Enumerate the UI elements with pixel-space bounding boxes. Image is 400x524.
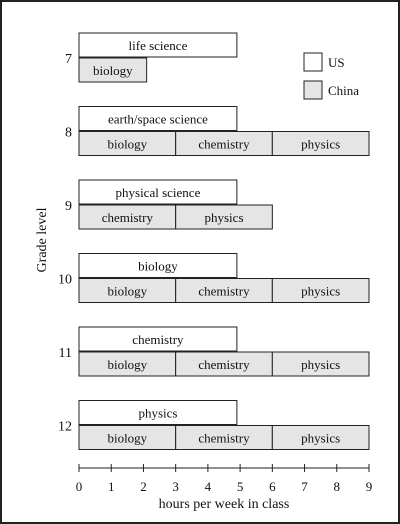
china-bar-grade-8-0	[78, 131, 177, 156]
y-axis-title: Grade level	[35, 207, 50, 272]
grade-label-9: 9	[65, 199, 72, 214]
china-label-grade-10-1: chemistry	[198, 284, 250, 299]
china-label-grade-9-0: chemistry	[102, 210, 154, 225]
china-label-grade-7-0: biology	[93, 63, 133, 78]
us-label-grade-10-0: biology	[138, 259, 178, 274]
x-tick-label-2: 2	[140, 479, 147, 494]
grade-label-7: 7	[65, 52, 72, 67]
china-bar-grade-12-1	[175, 425, 273, 450]
china-bar-grade-7-0	[78, 57, 148, 83]
x-tick-label-3: 3	[172, 479, 179, 494]
us-bar-grade-7-0	[78, 32, 238, 58]
china-bar-grade-11-2	[271, 351, 370, 377]
china-label-grade-10-0: biology	[107, 284, 147, 299]
us-label-grade-7-0: life science	[129, 38, 188, 53]
x-tick-label-7: 7	[301, 479, 308, 494]
china-bar-grade-11-1	[175, 351, 273, 377]
grade-label-12: 12	[58, 420, 72, 435]
us-bar-grade-9-0	[78, 179, 238, 205]
us-label-grade-8-0: earth/space science	[108, 112, 208, 127]
legend-label-china: China	[328, 83, 359, 98]
china-label-grade-12-2: physics	[301, 431, 340, 446]
grade-label-11: 11	[59, 346, 72, 361]
us-bar-grade-11-0	[78, 326, 238, 352]
china-bar-grade-12-0	[78, 425, 177, 450]
x-tick-label-0: 0	[76, 479, 83, 494]
china-bar-grade-8-2	[271, 131, 370, 156]
x-tick-label-4: 4	[205, 479, 212, 494]
us-bar-grade-12-0	[78, 400, 238, 425]
x-tick-label-9: 9	[366, 479, 373, 494]
legend-label-us: US	[328, 55, 345, 70]
china-label-grade-11-1: chemistry	[198, 357, 250, 372]
china-label-grade-11-2: physics	[301, 357, 340, 372]
x-tick-label-5: 5	[237, 479, 244, 494]
us-label-grade-11-0: chemistry	[132, 332, 184, 347]
us-bar-grade-8-0	[78, 106, 238, 131]
us-bar-grade-10-0	[78, 253, 238, 278]
legend: US China	[303, 52, 359, 100]
china-label-grade-8-1: chemistry	[198, 137, 250, 152]
x-tick-label-6: 6	[269, 479, 276, 494]
china-label-grade-8-0: biology	[107, 137, 147, 152]
x-axis-title: hours per week in class	[159, 497, 290, 512]
china-bar-grade-10-2	[271, 278, 370, 303]
china-label-grade-9-1: physics	[205, 210, 244, 225]
china-bar-grade-9-0	[78, 204, 177, 230]
china-bar-grade-12-2	[271, 425, 370, 450]
us-label-grade-12-0: physics	[138, 406, 177, 421]
china-label-grade-12-0: biology	[107, 431, 147, 446]
china-label-grade-12-1: chemistry	[198, 431, 250, 446]
china-label-grade-10-2: physics	[301, 284, 340, 299]
china-bar-grade-10-0	[78, 278, 177, 303]
grade-label-8: 8	[65, 126, 72, 141]
china-bar-grade-10-1	[175, 278, 273, 303]
china-bar-grade-9-1	[175, 204, 273, 230]
x-tick-label-8: 8	[334, 479, 341, 494]
legend-swatch-us	[303, 52, 323, 72]
bars-group: 7 life science biology 8 earth/space science…	[58, 32, 370, 450]
us-label-grade-9-0: physical science	[116, 185, 201, 200]
china-label-grade-11-0: biology	[107, 357, 147, 372]
x-tick-label-1: 1	[108, 479, 115, 494]
legend-swatch-china	[303, 80, 323, 100]
x-axis: 0 1 2 3 4 5 6 7 8 9	[76, 464, 373, 494]
china-label-grade-8-2: physics	[301, 137, 340, 152]
grade-label-10: 10	[58, 273, 72, 288]
